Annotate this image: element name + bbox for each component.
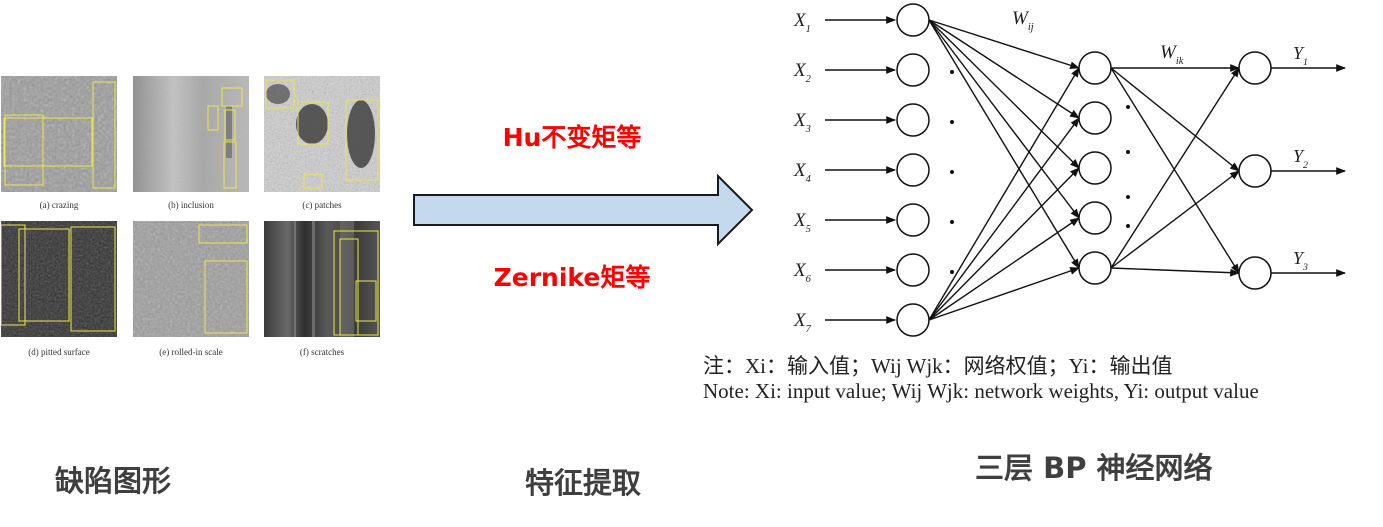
ellipsis-dot <box>1126 150 1130 154</box>
input-label: X5 <box>793 210 811 235</box>
output-node <box>1238 256 1272 290</box>
output-label: Y1 <box>1293 43 1308 68</box>
process-arrow <box>413 173 754 247</box>
edge-input-hidden <box>928 67 1080 321</box>
ellipsis-dot <box>1126 224 1130 228</box>
feature-title: 特征提取 <box>525 466 642 500</box>
hidden-node <box>1078 151 1112 185</box>
network-note-en: Note: Xi: input value; Wij Wjk: network … <box>703 379 1259 403</box>
edge-input-hidden <box>928 19 1080 119</box>
edge-hidden-output <box>1110 170 1240 269</box>
defect-image-inclusion <box>133 76 249 192</box>
ellipsis-dot <box>950 170 954 174</box>
input-label: X1 <box>793 10 811 35</box>
input-label: X7 <box>793 310 812 335</box>
defect-image-scratches <box>264 221 380 337</box>
network-connections <box>825 16 1346 324</box>
input-label: X4 <box>793 160 811 185</box>
hidden-node <box>1078 201 1112 235</box>
hidden-node <box>1078 101 1112 135</box>
network-note-cn: 注：Xi：输入值；Wij Wjk：网络权值；Yi：输出值 <box>703 354 1173 378</box>
edge-input-hidden <box>928 217 1080 321</box>
output-node <box>1238 154 1272 188</box>
output-label: Y3 <box>1293 248 1308 273</box>
caption-scratches: (f) scratches <box>299 347 345 357</box>
network-title: 三层 BP 神经网络 <box>975 451 1213 485</box>
input-label: X2 <box>793 60 811 85</box>
caption-patches: (c) patches <box>302 200 342 210</box>
edge-hidden-output <box>1110 67 1240 269</box>
output-label: Y2 <box>1293 146 1308 171</box>
ellipsis-dot <box>950 220 954 224</box>
output-node <box>1238 51 1272 85</box>
ellipsis-dot <box>950 120 954 124</box>
input-node <box>896 3 930 37</box>
input-label: X6 <box>793 260 812 285</box>
input-node <box>896 303 930 337</box>
edge-input-hidden <box>928 117 1080 321</box>
ellipsis-dot <box>1126 195 1130 199</box>
input-node <box>896 103 930 137</box>
input-label: X3 <box>793 110 811 135</box>
edge-input-hidden <box>928 19 1080 169</box>
edge-input-hidden <box>928 167 1080 321</box>
feature-method-hu: Hu不变矩等 <box>502 123 642 152</box>
arrow-shape <box>413 173 754 247</box>
edge-hidden-output <box>1110 267 1240 277</box>
hidden-node <box>1078 251 1112 285</box>
input-node <box>896 203 930 237</box>
input-node <box>896 253 930 287</box>
defect-image-rolled-in-scale <box>133 221 249 337</box>
defect-image-patches <box>264 76 380 192</box>
network-nodes <box>896 3 1272 337</box>
weight-ij-label: Wij <box>1012 8 1034 33</box>
caption-pitted-surface: (d) pitted surface <box>28 347 90 357</box>
ellipsis-dot <box>950 70 954 74</box>
ellipsis-dot <box>1126 105 1130 109</box>
defects-title: 缺陷图形 <box>55 464 172 498</box>
defect-image-crazing <box>1 76 117 192</box>
edge-input-hidden <box>928 19 1080 269</box>
input-node <box>896 53 930 87</box>
caption-rolled-in-scale: (e) rolled-in scale <box>159 347 223 357</box>
edge-input-hidden <box>928 19 1080 219</box>
input-node <box>896 153 930 187</box>
edge-hidden-output <box>1110 67 1240 172</box>
weight-ik-label: Wik <box>1160 42 1184 67</box>
edge-input-hidden <box>928 19 1080 70</box>
defect-image-pitted-surface <box>1 221 117 337</box>
caption-inclusion: (b) inclusion <box>168 200 214 210</box>
edge-hidden-output <box>1110 67 1240 274</box>
caption-crazing: (a) crazing <box>39 200 79 210</box>
hidden-node <box>1078 51 1112 85</box>
ellipsis-dot <box>950 270 954 274</box>
edge-input-hidden <box>928 267 1080 321</box>
feature-method-zernike: Zernike矩等 <box>493 263 651 292</box>
